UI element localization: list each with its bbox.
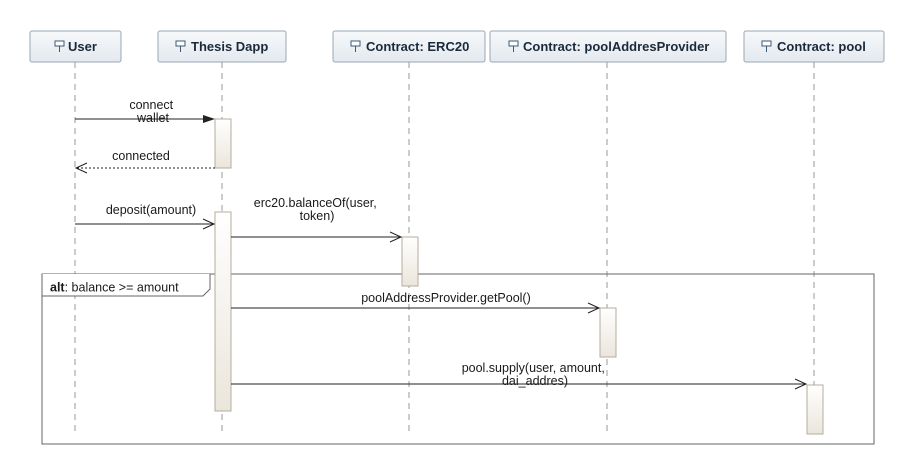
- message-label-line: connect: [129, 98, 173, 112]
- lifelines: [74, 62, 815, 432]
- participant-icon: [54, 40, 65, 52]
- participant-name: User: [68, 39, 97, 54]
- message-label: erc20.balanceOf(user, token): [254, 196, 380, 223]
- open-arrowhead-icon: [389, 231, 403, 243]
- participant-box: [743, 30, 885, 63]
- participant-box: [29, 30, 122, 63]
- activations: [214, 118, 824, 435]
- message-label-line: dai_addres): [502, 374, 568, 388]
- message-label-line: wallet: [136, 111, 169, 125]
- open-arrowhead-icon: [74, 162, 88, 174]
- message-supply[interactable]: pool.supply(user, amount, dai_addres): [231, 361, 808, 390]
- message-deposit[interactable]: deposit(amount): [75, 203, 216, 230]
- message-balanceof[interactable]: erc20.balanceOf(user, token): [231, 196, 403, 243]
- participant-icon: [761, 40, 772, 52]
- participant-name: Thesis Dapp: [191, 39, 268, 54]
- alt-operator: alt: [50, 281, 65, 295]
- participant-user[interactable]: User: [29, 30, 122, 63]
- participant-box: [157, 30, 287, 63]
- activation-dapp-deposit[interactable]: [214, 211, 232, 412]
- alt-fragment: alt: balance >= amount: [41, 273, 875, 445]
- message-label: pool.supply(user, amount, dai_addres): [462, 361, 609, 388]
- participant-pool[interactable]: Contract: pool: [743, 30, 885, 63]
- participant-provider[interactable]: Contract: poolAddresProvider: [489, 30, 727, 63]
- alt-label: alt: balance >= amount: [50, 281, 179, 295]
- participant-icon: [508, 40, 519, 52]
- message-label-line: erc20.balanceOf(user,: [254, 196, 377, 210]
- message-getpool[interactable]: poolAddressProvider.getPool(): [231, 291, 601, 314]
- open-arrowhead-icon: [202, 218, 216, 230]
- participant-name: Contract: pool: [777, 39, 866, 54]
- activation-dapp-connect[interactable]: [214, 118, 232, 169]
- activation-erc20[interactable]: [401, 236, 419, 287]
- alt-label-box: [41, 274, 211, 297]
- message-connect-wallet[interactable]: connect wallet: [75, 98, 215, 125]
- open-arrowhead-icon: [587, 302, 601, 314]
- message-label: connect wallet: [129, 98, 176, 125]
- participant-dapp[interactable]: Thesis Dapp: [157, 30, 287, 63]
- message-label: connected: [112, 149, 170, 163]
- alt-guard: : balance >= amount: [65, 281, 179, 295]
- participant-icon: [350, 40, 361, 52]
- participant-box: [332, 30, 486, 63]
- activation-provider[interactable]: [599, 307, 617, 358]
- participant-box: [489, 30, 727, 63]
- message-label: deposit(amount): [106, 203, 196, 217]
- message-label: poolAddressProvider.getPool(): [361, 291, 531, 305]
- open-arrowhead-icon: [794, 378, 808, 390]
- participant-erc20[interactable]: Contract: ERC20: [332, 30, 486, 63]
- message-label-line: token): [300, 209, 335, 223]
- message-connected[interactable]: connected: [74, 149, 215, 174]
- message-label-line: pool.supply(user, amount,: [462, 361, 605, 375]
- filled-arrowhead-icon: [203, 115, 215, 123]
- participant-icon: [175, 40, 186, 52]
- participant-name: Contract: ERC20: [366, 39, 469, 54]
- activation-pool[interactable]: [806, 384, 824, 435]
- participant-name: Contract: poolAddresProvider: [523, 39, 709, 54]
- alt-frame: [41, 273, 875, 445]
